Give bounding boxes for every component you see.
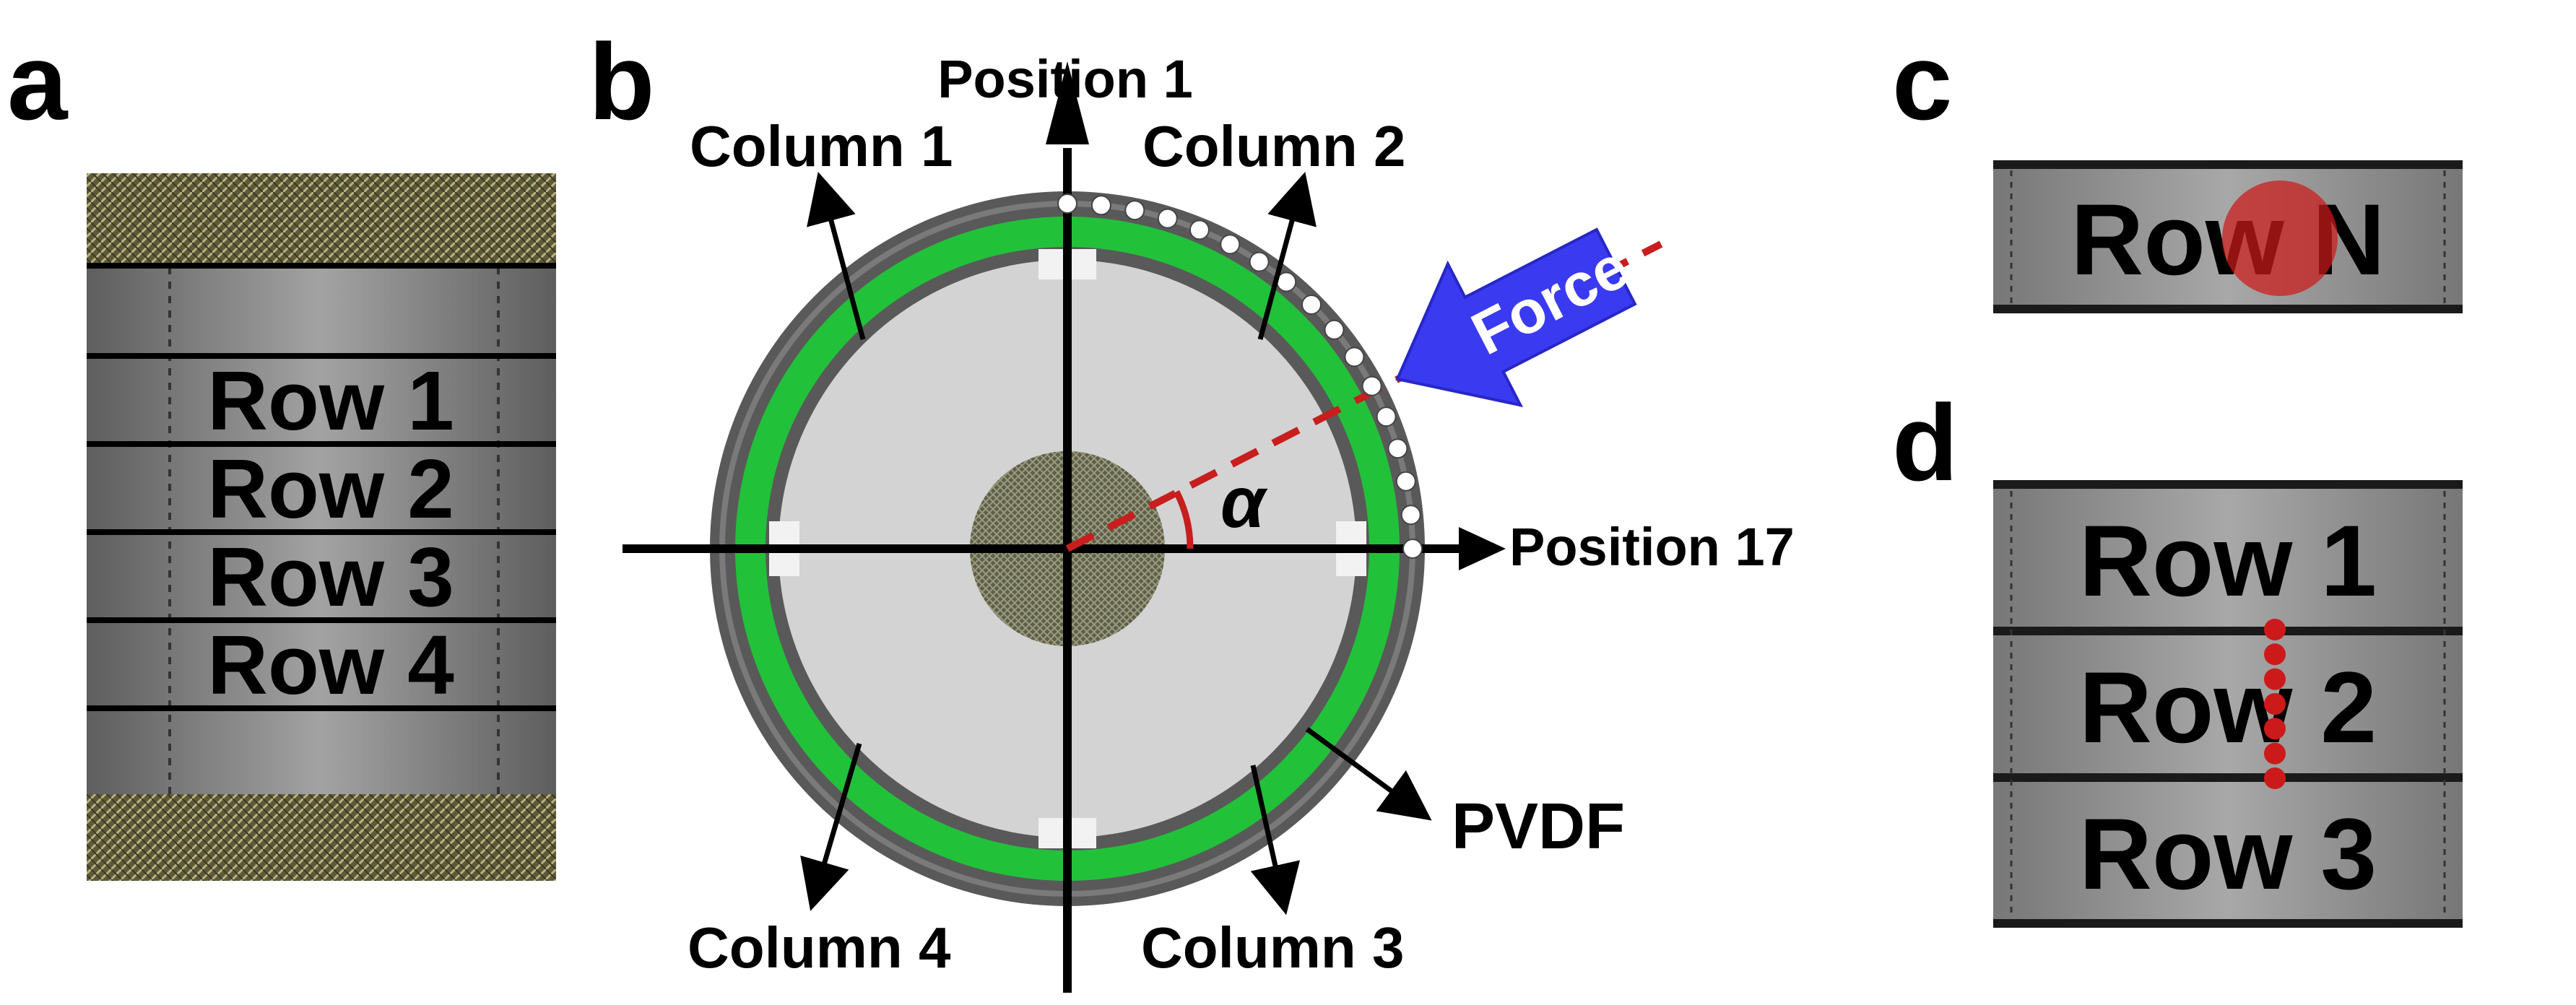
impact-dot	[2264, 619, 2286, 640]
column-2-label: Column 2	[1142, 114, 1405, 178]
position-marker	[1301, 295, 1322, 315]
impact-dot	[2264, 742, 2286, 765]
panel-d: d Row 1 Row 2 Row 3	[1892, 382, 2463, 928]
position-17-label: Position 17	[1509, 517, 1795, 577]
position-marker	[1395, 471, 1416, 492]
position-marker	[1189, 219, 1210, 240]
panel-letter-b: b	[589, 21, 655, 142]
position-marker	[1376, 406, 1397, 427]
row-label-d-2: Row 2	[2079, 651, 2377, 764]
angle-arc	[1173, 490, 1194, 549]
row-label-d-1: Row 1	[2079, 504, 2377, 617]
column-4-label: Column 4	[688, 915, 951, 980]
row-label-a-2: Row 2	[207, 442, 454, 536]
position-marker	[1324, 319, 1345, 340]
panel-c: c Row N	[1892, 21, 2463, 313]
position-marker	[1157, 208, 1178, 229]
position-marker	[1220, 234, 1241, 255]
impact-dot	[2264, 643, 2286, 666]
impact-dot	[2264, 693, 2286, 715]
row-label-a-4: Row 4	[207, 618, 454, 712]
panel-b: b α Force Position 1	[589, 21, 1795, 993]
position-marker	[1402, 539, 1423, 559]
column-3-label: Column 3	[1141, 915, 1404, 980]
position-marker	[1090, 195, 1111, 216]
position-marker	[1400, 505, 1421, 526]
column-1-label: Column 1	[690, 114, 953, 178]
cylinder-mesh-bottom	[87, 794, 556, 881]
position-marker	[1249, 251, 1270, 272]
position-marker	[1057, 193, 1077, 214]
position-marker	[1387, 438, 1408, 459]
position-markers	[1057, 193, 1423, 559]
position-1-label: Position 1	[937, 49, 1193, 109]
panel-letter-d: d	[1892, 382, 1959, 503]
impact-dot	[2264, 668, 2286, 690]
cylinder-mesh-top	[87, 173, 556, 267]
position-marker	[1124, 200, 1145, 221]
pvdf-label: PVDF	[1452, 791, 1625, 863]
position-marker	[1361, 375, 1382, 396]
impact-point	[2222, 180, 2338, 296]
row-strip-d	[1993, 480, 2463, 928]
row-label-d-3: Row 3	[2079, 797, 2377, 910]
force-arrow: Force	[1395, 227, 1639, 407]
impact-line-dots	[2264, 619, 2286, 789]
row-label-a-1: Row 1	[207, 354, 454, 448]
vertical-axis-arrowhead	[1046, 61, 1089, 144]
row-label-a-3: Row 3	[207, 530, 454, 624]
panel-letter-c: c	[1892, 21, 1952, 142]
impact-dot	[2264, 767, 2286, 789]
row-dividers	[87, 263, 556, 711]
position-marker	[1344, 347, 1365, 367]
impact-dot	[2264, 718, 2286, 740]
angle-label: α	[1220, 462, 1268, 543]
panel-a: a Row 1 Row 2 Row 3 Row 4	[7, 21, 556, 881]
leader-arrows	[800, 171, 1432, 915]
panel-letter-a: a	[7, 21, 69, 142]
horizontal-axis-arrowhead	[1459, 527, 1506, 570]
